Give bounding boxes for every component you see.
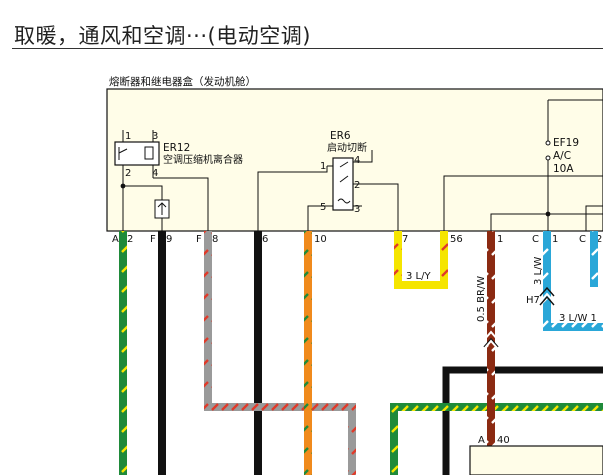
fuse-ef19: EF19 A/C 10A: [545, 99, 603, 217]
relay-er12: 1 3 2 4 ER12 空调压缩机离合器: [114, 130, 243, 186]
er6-id: ER6: [330, 130, 351, 142]
wire-black-bottom: [442, 366, 603, 475]
title-divider: [12, 48, 603, 49]
wire-green-yellow: [119, 231, 603, 475]
fuse-rating: 10A: [553, 163, 574, 175]
er12-pin-4: 4: [152, 168, 158, 179]
conn-a-pin: 2: [127, 234, 133, 245]
conn-c1-prefix: C: [532, 234, 539, 245]
fuse-id: EF19: [553, 137, 579, 149]
er12-id: ER12: [163, 142, 190, 154]
wire-orange-green: [304, 231, 312, 475]
er6-pin-3: 3: [354, 204, 360, 215]
conn-f9-pin: 9: [166, 234, 172, 245]
conn-f8-prefix: F: [196, 234, 202, 245]
er6-pin-4: 4: [354, 155, 360, 166]
conn-10-pin: 10: [314, 234, 327, 245]
fuse-box-title: 熔断器和继电器盒（发动机舱）: [109, 75, 256, 88]
wire-brown-white: 0.5 BR/W: [476, 231, 499, 475]
page-title: 取暖，通风和空调···(电动空调): [14, 24, 311, 48]
conn-c1-pin: 1: [552, 234, 558, 245]
wire-blue-white: 3 L/W H7 3 L/W 1: [526, 231, 603, 331]
er12-name: 空调压缩机离合器: [163, 153, 243, 166]
conn-c2-pin: 2: [596, 234, 602, 245]
er6-name: 启动切断: [327, 141, 367, 154]
er12-pin-2: 2: [125, 168, 131, 179]
bottom-connector: A 40: [469, 435, 603, 475]
conn-6-pin: 6: [262, 234, 268, 245]
conn-7-pin: 7: [402, 234, 408, 245]
wire-yellow-red: 3 L/Y: [394, 231, 448, 289]
internal-wiring: [120, 150, 603, 231]
connector-labels: A 2 F 9 F 8 6 10 7 56 1 C 1 C 2: [112, 234, 602, 245]
er6-pin-1: 1: [320, 161, 326, 172]
wire-black: [158, 231, 262, 475]
conn-f9-prefix: F: [150, 234, 156, 245]
conn-1-pin: 1: [497, 234, 503, 245]
fuse-relay-box: 熔断器和继电器盒（发动机舱）: [106, 75, 603, 232]
label-yellow-loop: 3 L/Y: [406, 271, 431, 282]
label-br-w: 0.5 BR/W: [476, 276, 487, 322]
conn-56-pin: 56: [450, 234, 463, 245]
er6-pin-5: 5: [320, 202, 326, 213]
label-lw-vertical: 3 L/W: [533, 257, 544, 285]
conn-f8-pin: 8: [212, 234, 218, 245]
bottom-conn-pin: 40: [497, 435, 510, 446]
wire-gray-red: [204, 231, 356, 475]
bottom-conn-prefix: A: [478, 435, 485, 446]
conn-c2-prefix: C: [579, 234, 586, 245]
er6-pin-2: 2: [354, 180, 360, 191]
conn-a-prefix: A: [112, 234, 119, 245]
er12-pin-1: 1: [125, 131, 131, 142]
label-lw-horizontal: 3 L/W 1: [559, 313, 597, 324]
er12-pin-3: 3: [152, 131, 158, 142]
fuse-name: A/C: [553, 150, 571, 162]
junction-h7: H7: [526, 295, 540, 306]
relay-er6: ER6 启动切断 1 4 2 5 3: [320, 130, 367, 215]
